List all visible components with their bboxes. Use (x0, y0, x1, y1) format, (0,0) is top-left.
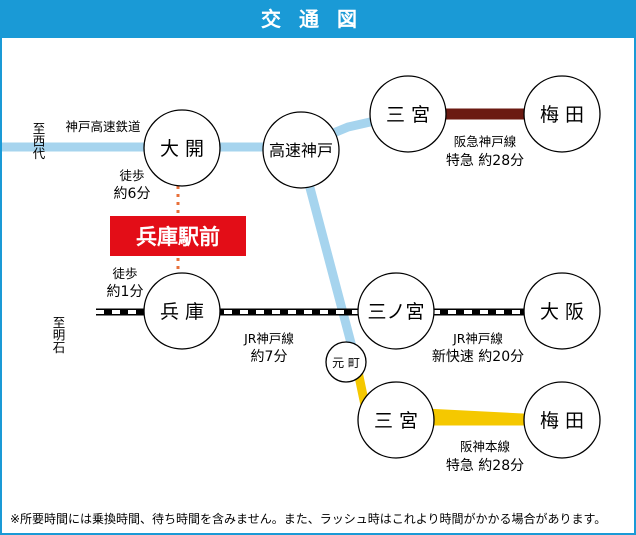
station-motomachi: 元 町 (332, 356, 360, 370)
station-motomachi-circle (325, 341, 367, 383)
hanshin-time: 特急 約28分 (446, 458, 524, 474)
jr-time-left: 約7分 (251, 349, 288, 365)
highlight-station-box: 兵庫駅前 (110, 216, 246, 256)
station-sannomiya-jr: 三ノ宮 (367, 301, 424, 323)
station-sannomiya-hankyu-circle (369, 75, 447, 153)
station-sannomiya-jr-circle (357, 272, 435, 350)
hankyu-time: 特急 約28分 (446, 153, 524, 169)
highlight-station-label: 兵庫駅前 (136, 225, 220, 249)
station-sannomiya-hanshin: 三 宮 (374, 410, 418, 432)
station-umeda-hankyu: 梅 田 (540, 104, 584, 126)
station-umeda-hanshin-circle (523, 381, 601, 459)
station-osaka-circle (523, 272, 601, 350)
station-kosoku-kobe-circle (262, 111, 340, 189)
hankyu-line-label: 阪急神戸線 (454, 134, 517, 149)
jr-time-right: 新快速 約20分 (432, 349, 524, 365)
kobe-kosoku-line-label: 神戸高速鉄道 (65, 119, 141, 134)
station-umeda-hanshin: 梅 田 (540, 410, 584, 432)
station-hyogo: 兵 庫 (160, 301, 204, 323)
station-sannomiya-hanshin-circle (357, 381, 435, 459)
station-osaka: 大 阪 (540, 301, 584, 323)
station-umeda-hankyu-circle (523, 75, 601, 153)
to-akashi-label: 至明石 (51, 316, 66, 354)
walk-bottom-time: 約1分 (107, 284, 144, 300)
hanshin-line-label: 阪神本線 (460, 439, 511, 454)
jr-line-left-label: JR神戸線 (243, 331, 294, 346)
walk-top-label: 徒歩 (119, 168, 144, 183)
station-kosoku-kobe: 高速神戸 (269, 141, 333, 160)
station-sannomiya-hankyu: 三 宮 (386, 104, 430, 126)
footnote: ※所要時間には乗換時間、待ち時間を含みません。また、ラッシュ時はこれより時間がか… (10, 511, 606, 526)
map-title: 交通図 (0, 0, 636, 38)
to-nishidai-label: 至西代 (31, 122, 46, 160)
jr-line-right-label: JR神戸線 (452, 331, 503, 346)
station-daikai-circle (143, 109, 221, 187)
walk-top-time: 約6分 (114, 186, 151, 202)
station-daikai: 大 開 (160, 138, 204, 160)
walk-bottom-label: 徒歩 (112, 266, 137, 281)
station-hyogo-circle (143, 272, 221, 350)
